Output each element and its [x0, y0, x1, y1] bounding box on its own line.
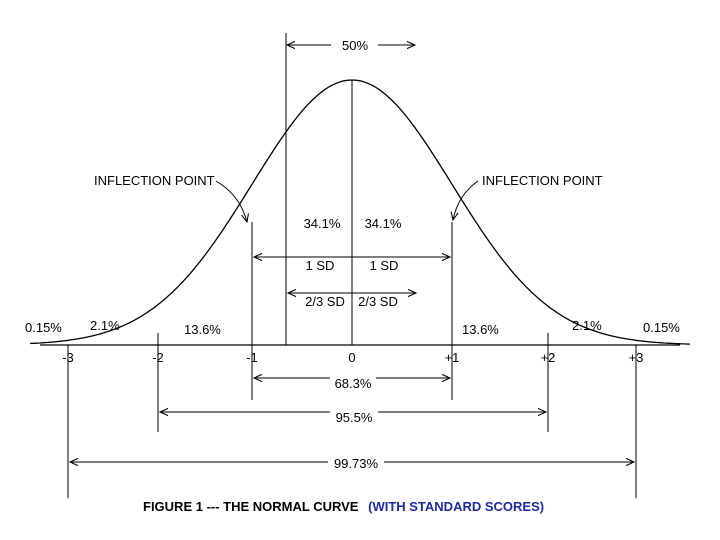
label-span-68-3: 68.3% [335, 376, 372, 391]
label-span-99-73: 99.73% [334, 456, 379, 471]
arrow-inflection-right [453, 180, 479, 220]
figure-caption: FIGURE 1 --- THE NORMAL CURVE (WITH STAN… [143, 499, 544, 514]
tick-plus2: +2 [541, 350, 556, 365]
tick-zero: 0 [348, 350, 355, 365]
tick-plus1: +1 [445, 350, 460, 365]
label-span-95-5: 95.5% [336, 410, 373, 425]
label-fifty: 50% [342, 38, 368, 53]
label-pct-13-6-left: 13.6% [184, 322, 221, 337]
label-inflection-right: INFLECTION POINT [482, 173, 603, 188]
tick-minus1: -1 [246, 350, 258, 365]
caption-main: FIGURE 1 --- THE NORMAL CURVE [143, 499, 359, 514]
tick-minus2: -2 [152, 350, 164, 365]
tick-plus3: +3 [629, 350, 644, 365]
label-sd-right: 1 SD [370, 258, 399, 273]
label-pct-34-1-left: 34.1% [304, 216, 341, 231]
label-pct-2-1-right: 2.1% [572, 318, 602, 333]
label-pct-0-15-left: 0.15% [25, 320, 62, 335]
label-two-thirds-left: 2/3 SD [305, 294, 345, 309]
label-pct-34-1-right: 34.1% [365, 216, 402, 231]
bell-curve [29, 79, 690, 345]
label-two-thirds-right: 2/3 SD [358, 294, 398, 309]
label-inflection-left: INFLECTION POINT [94, 173, 215, 188]
label-pct-0-15-right: 0.15% [643, 320, 680, 335]
caption-sub: (WITH STANDARD SCORES) [368, 499, 544, 514]
arrow-inflection-left [215, 180, 247, 222]
tick-minus3: -3 [62, 350, 74, 365]
label-sd-left: 1 SD [306, 258, 335, 273]
label-pct-2-1-left: 2.1% [90, 318, 120, 333]
label-pct-13-6-right: 13.6% [462, 322, 499, 337]
